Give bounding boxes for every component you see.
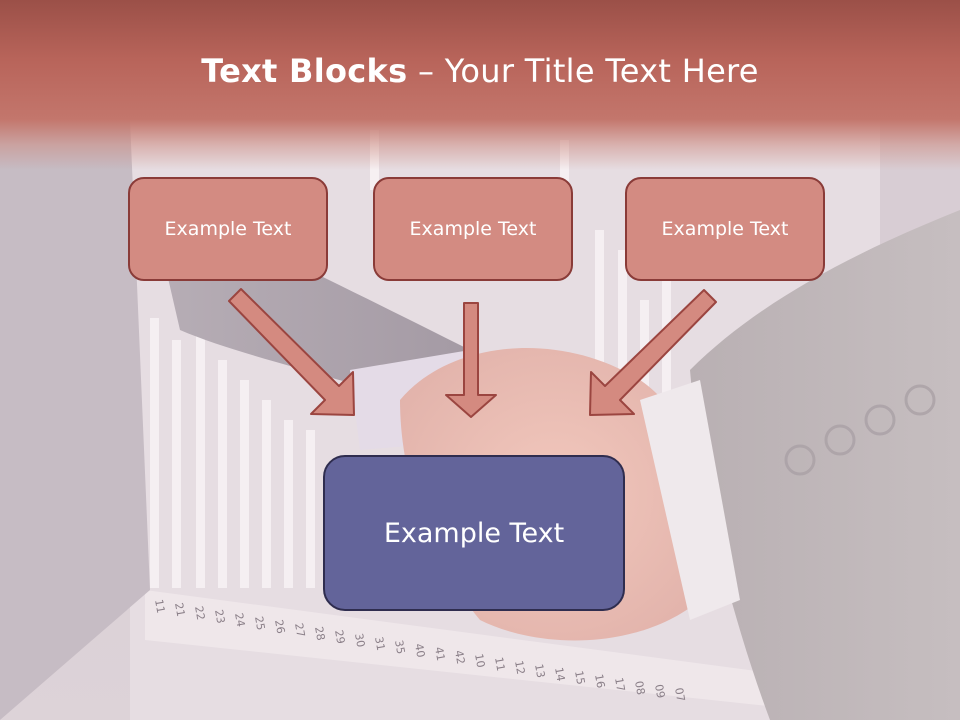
title-band [0, 0, 960, 170]
ruler-number: 31 [372, 636, 387, 652]
arrow-right-icon [589, 289, 717, 416]
ruler-number: 25 [252, 615, 267, 631]
text-block-2[interactable]: Example Text [373, 177, 573, 281]
ruler-number: 26 [272, 619, 287, 635]
ruler-numbers: 11 21 22 23 24 25 26 27 28 29 30 31 35 40 41 42 10 11 12 13… [152, 598, 687, 702]
ruler-number: 27 [292, 622, 307, 638]
ruler-number: 21 [172, 602, 187, 618]
slide-title: Text Blocks – Your Title Text Here [0, 52, 960, 90]
ruler-number: 15 [572, 670, 587, 686]
text-block-3-label: Example Text [661, 218, 789, 240]
center-text-block-label: Example Text [383, 517, 565, 549]
ruler-number: 23 [212, 608, 227, 624]
ruler-number: 07 [672, 687, 687, 703]
ruler-number: 11 [152, 598, 167, 614]
ruler-number: 11 [492, 656, 507, 672]
text-block-3[interactable]: Example Text [625, 177, 825, 281]
ruler-number: 10 [472, 653, 487, 669]
center-text-block[interactable]: Example Text [323, 455, 625, 611]
ruler-number: 28 [312, 625, 327, 641]
ruler-number: 29 [332, 629, 347, 645]
ruler-number: 42 [452, 649, 467, 665]
arrow-left-icon [228, 288, 355, 416]
ruler-number: 08 [632, 680, 647, 696]
ruler-number: 17 [612, 676, 627, 692]
ruler-number: 22 [192, 605, 207, 621]
title-dash: – [417, 52, 435, 90]
title-bold: Text Blocks [201, 52, 408, 90]
text-block-1-label: Example Text [164, 218, 292, 240]
arrow-middle-icon [445, 302, 497, 418]
ruler-number: 24 [232, 612, 247, 628]
ruler-number: 41 [432, 646, 447, 662]
ruler-number: 30 [352, 632, 367, 648]
ruler-number: 09 [652, 683, 667, 699]
ruler-number: 35 [392, 639, 407, 655]
text-block-1[interactable]: Example Text [128, 177, 328, 281]
text-block-2-label: Example Text [409, 218, 537, 240]
ruler-number: 14 [552, 666, 567, 682]
ruler-number: 13 [532, 663, 547, 679]
ruler-number: 16 [592, 673, 607, 689]
ruler-number: 12 [512, 659, 527, 675]
title-rest: Your Title Text Here [444, 52, 759, 90]
ruler-number: 40 [412, 642, 427, 658]
